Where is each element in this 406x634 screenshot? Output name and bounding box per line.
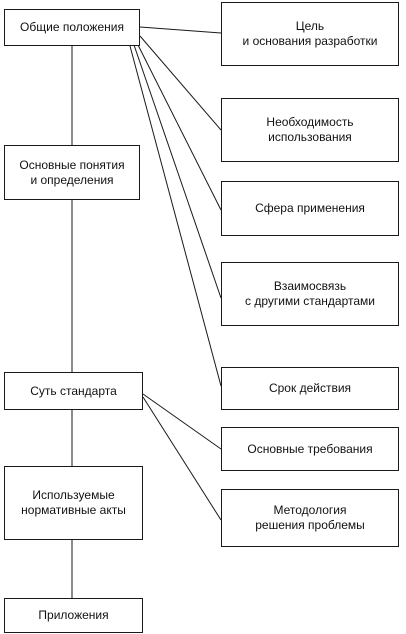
link-general-goal — [139, 26, 222, 34]
box-validity-period: Срок действия — [221, 367, 399, 410]
box-goal-and-grounds: Цель и основания разработки — [221, 2, 399, 66]
box-necessity-of-use: Необходимость использования — [221, 98, 399, 162]
link-essence-methodology — [142, 396, 222, 521]
link-general-relation — [133, 44, 222, 299]
link-general-term — [129, 45, 222, 387]
box-scope-of-application: Сфера применения — [221, 181, 399, 236]
box-main-requirements: Основные требования — [221, 427, 399, 471]
box-general-provisions: Общие положения — [4, 9, 140, 46]
link-general-necessity — [139, 35, 222, 131]
box-problem-methodology: Методология решения проблемы — [221, 489, 399, 547]
link-essence-requirements — [142, 393, 222, 450]
box-standard-essence: Суть стандарта — [4, 372, 143, 410]
box-relation-to-standards: Взаимосвязь с другими стандартами — [221, 262, 399, 326]
box-basic-concepts: Основные понятия и определения — [4, 145, 140, 200]
box-normative-acts: Используемые нормативные акты — [4, 466, 143, 540]
link-general-scope — [136, 42, 222, 211]
box-appendices: Приложения — [4, 598, 143, 633]
